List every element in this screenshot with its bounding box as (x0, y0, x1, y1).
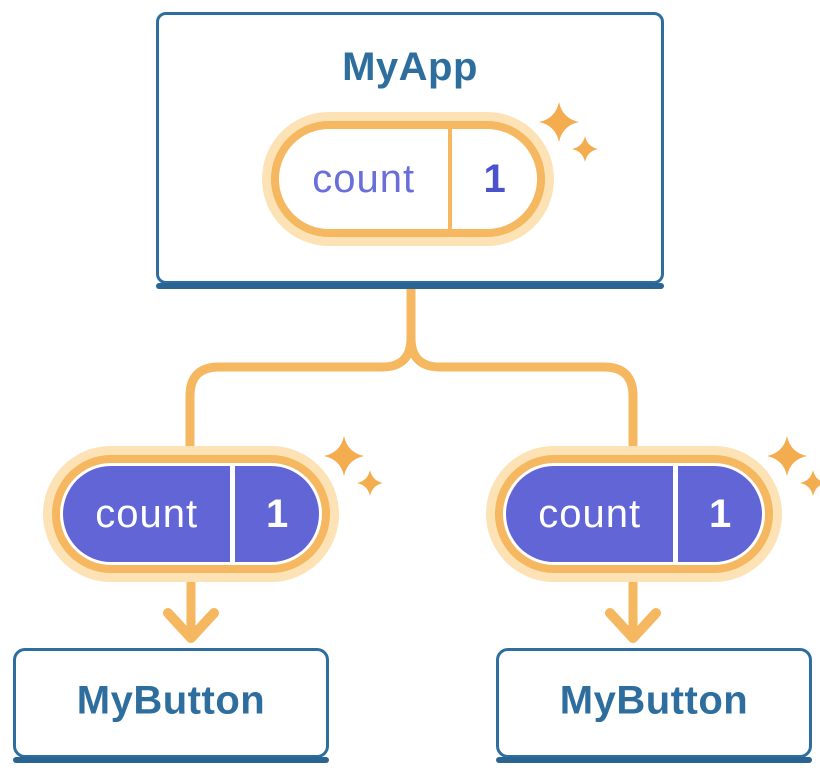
state-name-segment: count (63, 466, 230, 562)
pill-core: count 1 (503, 463, 765, 565)
state-value-segment: 1 (678, 466, 762, 562)
connector-left-branch (185, 286, 416, 455)
pill-fill: count 1 (63, 466, 319, 562)
arrow-down-icon (163, 608, 219, 643)
pill-divider (448, 129, 453, 229)
state-value-segment: 1 (235, 466, 319, 562)
component-title: MyButton (76, 678, 266, 723)
pill-divider (230, 466, 236, 562)
pill-fill: count 1 (279, 129, 537, 229)
left-child-component-box: MyButton (13, 648, 329, 763)
state-value: 1 (709, 491, 732, 536)
sparkle-icon (767, 436, 820, 496)
pill-core: count 1 (60, 463, 322, 565)
arrow-down-icon (605, 608, 661, 643)
pill-ring: count 1 (52, 455, 330, 573)
left-child-state-pill: count 1 (43, 436, 383, 582)
state-value-segment: 1 (452, 129, 537, 229)
component-title: MyButton (559, 678, 749, 723)
right-child-state-pill: count 1 (486, 436, 820, 582)
pill-fill: count 1 (506, 466, 762, 562)
pill-ring: count 1 (495, 455, 773, 573)
state-value: 1 (483, 156, 506, 201)
right-child-component-box: MyButton (496, 648, 812, 763)
state-name-segment: count (279, 129, 448, 229)
state-name-label: count (312, 156, 416, 201)
pill-divider (673, 466, 679, 562)
state-value: 1 (266, 491, 289, 536)
sparkle-icon (539, 102, 598, 162)
component-title: MyApp (342, 45, 478, 89)
state-name-segment: count (506, 466, 673, 562)
pill-core: count 1 (279, 129, 537, 229)
state-name-label: count (95, 491, 199, 536)
pill-ring: count 1 (271, 121, 545, 237)
connector-right-branch (406, 286, 638, 455)
sparkle-icon (324, 436, 383, 496)
root-state-pill: count 1 (262, 102, 598, 246)
state-name-label: count (538, 491, 642, 536)
